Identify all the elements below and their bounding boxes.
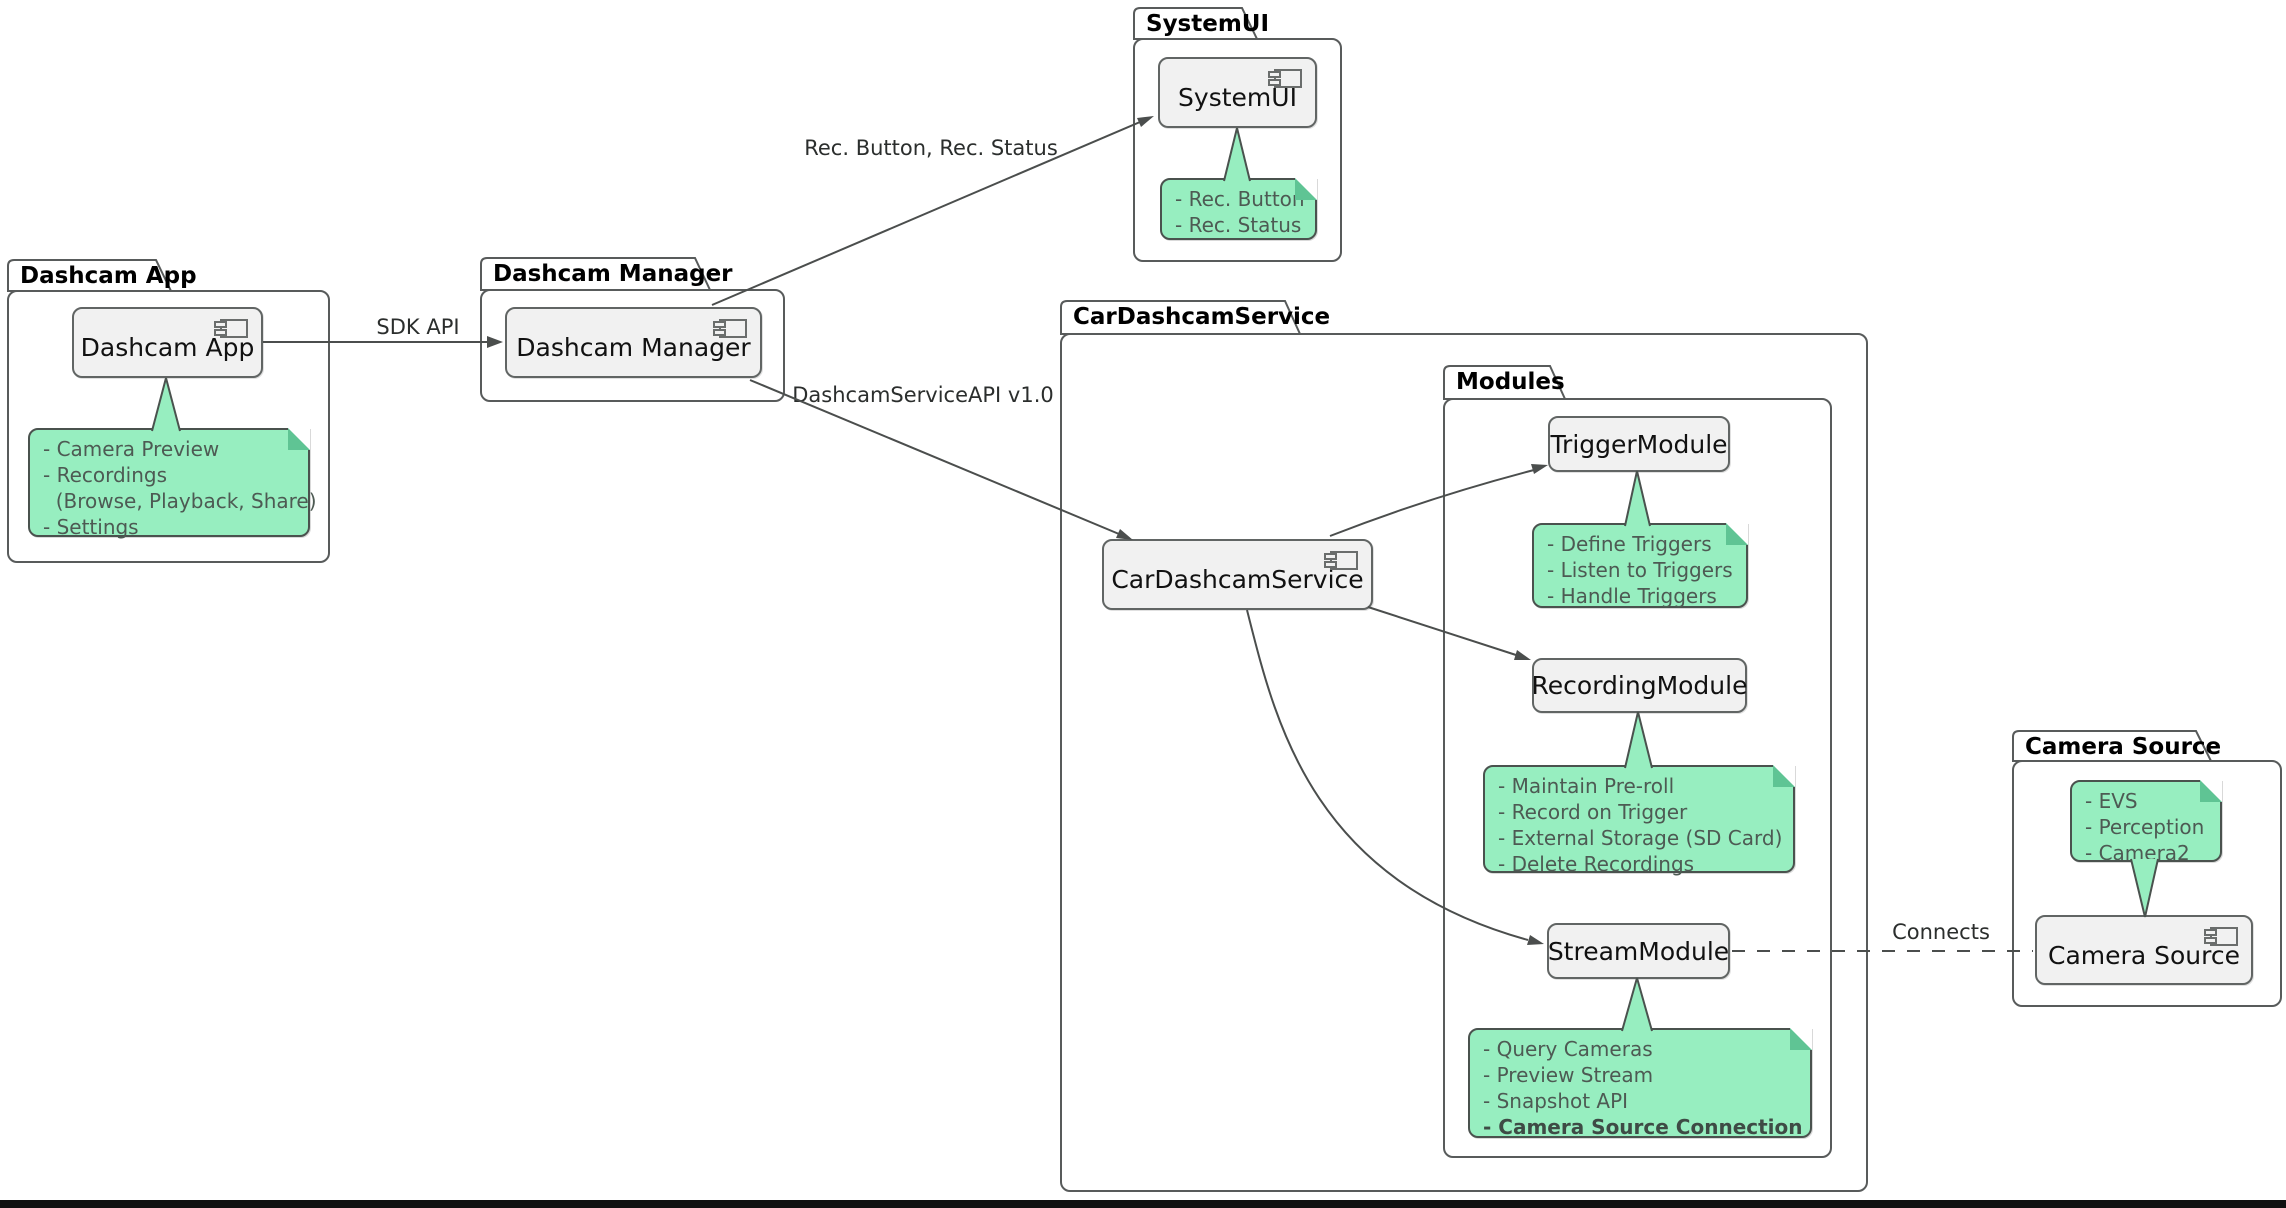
note-line: - Record on Trigger	[1498, 800, 1688, 824]
note-line: - Listen to Triggers	[1547, 558, 1733, 582]
package-title-dashcam-manager: Dashcam Manager	[493, 261, 733, 287]
note-line: - Maintain Pre-roll	[1498, 774, 1675, 798]
note-line: - Handle Triggers	[1547, 584, 1717, 608]
edge-label-dashcam-service-api: DashcamServiceAPI v1.0	[792, 383, 1054, 407]
note-line: - Rec. Button	[1175, 187, 1305, 211]
package-title-modules: Modules	[1456, 369, 1565, 395]
note-line: - Settings	[43, 515, 139, 539]
note-systemui: - Rec. Button - Rec. Status	[1160, 178, 1317, 240]
edge-label-sdk-api: SDK API	[376, 315, 460, 339]
note-line: - Perception	[2085, 815, 2205, 839]
note-line: - Camera Source Connection	[1483, 1115, 1803, 1139]
note-line: - Preview Stream	[1483, 1063, 1654, 1087]
note-recording-module: - Maintain Pre-roll - Record on Trigger …	[1483, 765, 1795, 876]
component-icon	[2204, 927, 2238, 946]
component-label: Dashcam Manager	[516, 333, 751, 362]
component-icon	[713, 319, 747, 338]
note-line: - Camera2	[2085, 841, 2190, 865]
note-line: - Define Triggers	[1547, 532, 1712, 556]
edge-label-connects: Connects	[1892, 920, 1990, 944]
folder-tab-icon	[7, 259, 173, 292]
note-camera-source: - EVS - Perception - Camera2	[2070, 780, 2222, 865]
component-icon	[214, 319, 248, 338]
package-title-systemui: SystemUI	[1146, 11, 1270, 37]
component-label: StreamModule	[1547, 936, 1730, 966]
note-line: - Recordings	[43, 463, 168, 487]
component-stream-module: StreamModule	[1547, 923, 1730, 979]
note-line: (Browse, Playback, Share)	[43, 489, 317, 513]
edge-label-rec-button-status: Rec. Button, Rec. Status	[804, 136, 1058, 160]
component-systemui: SystemUI	[1158, 57, 1317, 128]
folder-tab-icon	[2012, 730, 2213, 762]
note-line: - Camera Preview	[43, 437, 220, 461]
note-line: - Rec. Status	[1175, 213, 1302, 237]
component-icon	[1268, 69, 1302, 88]
note-stream-module: - Query Cameras - Preview Stream - Snaps…	[1468, 1028, 1812, 1139]
component-label: Camera Source	[2048, 940, 2240, 970]
note-line: - Delete Recordings	[1498, 852, 1695, 876]
component-camera-source: Camera Source	[2035, 915, 2253, 985]
component-label: RecordingModule	[1531, 671, 1748, 700]
note-line: - Snapshot API	[1483, 1089, 1629, 1113]
component-label: CarDashcamService	[1111, 565, 1364, 594]
component-dashcam-app: Dashcam App	[72, 307, 263, 378]
component-label: TriggerModule	[1550, 429, 1728, 459]
note-dashcam-app: - Camera Preview - Recordings (Browse, P…	[28, 428, 317, 539]
note-trigger-module: - Define Triggers - Listen to Triggers -…	[1532, 523, 1748, 608]
note-line: - Query Cameras	[1483, 1037, 1653, 1061]
bottom-bar	[0, 1200, 2286, 1208]
package-title-car-dashcam-service: CarDashcamService	[1073, 304, 1331, 330]
package-title-camera-source: Camera Source	[2025, 734, 2222, 760]
folder-tab-icon	[480, 257, 712, 291]
component-icon	[1324, 551, 1358, 570]
note-line: - External Storage (SD Card)	[1498, 826, 1783, 850]
package-title-dashcam-app: Dashcam App	[20, 263, 197, 289]
component-car-dashcam-service: CarDashcamService	[1102, 539, 1373, 610]
component-dashcam-manager: Dashcam Manager	[505, 307, 762, 378]
folder-tab-icon	[1443, 365, 1567, 400]
note-line: - EVS	[2085, 789, 2138, 813]
component-recording-module: RecordingModule	[1532, 658, 1747, 713]
component-trigger-module: TriggerModule	[1548, 416, 1730, 472]
folder-tab-icon	[1133, 7, 1259, 40]
